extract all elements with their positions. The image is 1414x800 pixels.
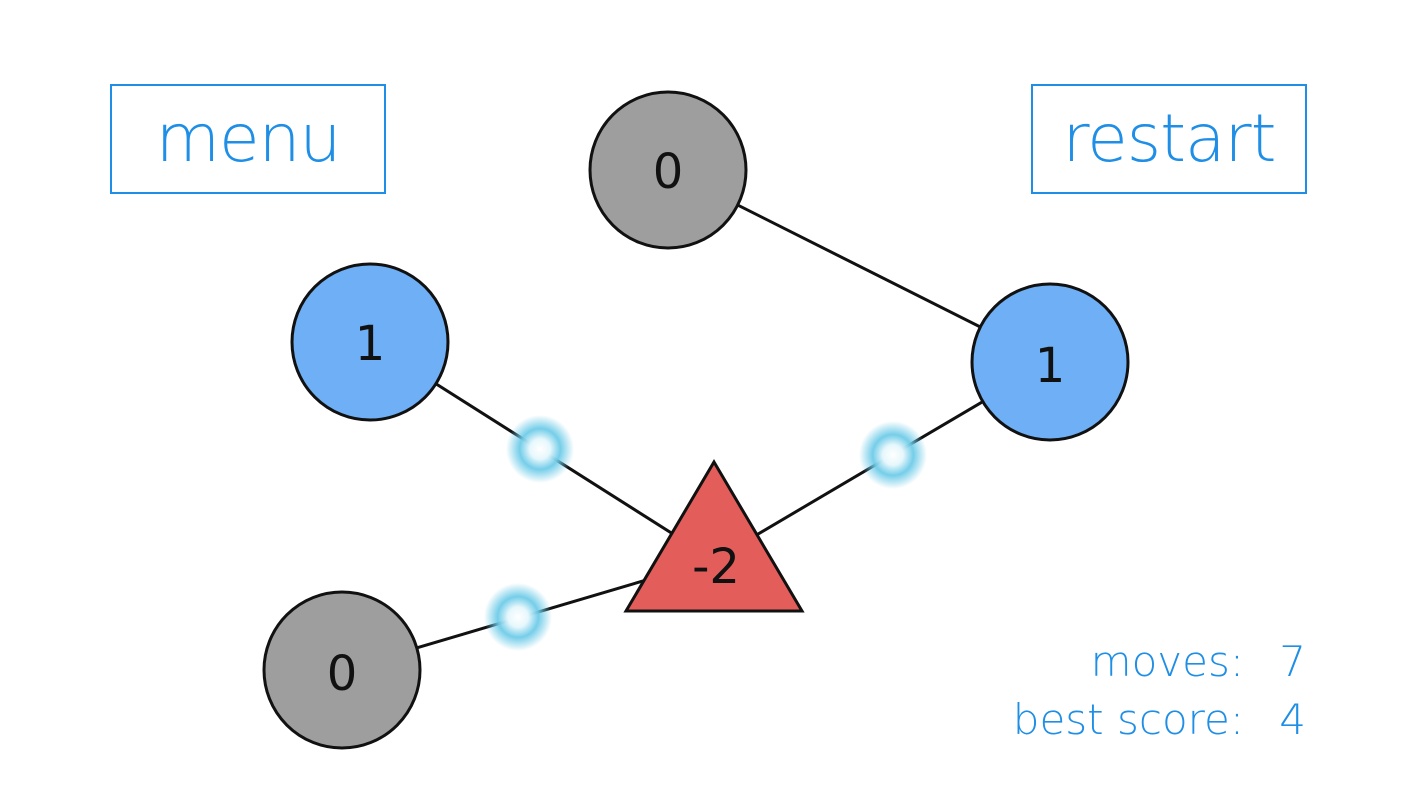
- node-value: 0: [653, 144, 684, 200]
- node-bottom-left[interactable]: 0: [262, 590, 422, 750]
- node-left[interactable]: 1: [290, 262, 450, 422]
- moves-value: 7: [1279, 636, 1306, 686]
- menu-button[interactable]: menu: [110, 84, 386, 194]
- node-center-triangle[interactable]: -2: [623, 459, 805, 613]
- energy-particle: [506, 415, 574, 483]
- node-value: -2: [692, 539, 740, 595]
- energy-particle: [484, 583, 552, 651]
- node-top[interactable]: 0: [588, 90, 748, 250]
- node-value: 0: [327, 646, 358, 702]
- restart-button[interactable]: restart: [1031, 84, 1307, 194]
- best-score-value: 4: [1279, 694, 1306, 744]
- best-score-label: best score:: [1012, 694, 1244, 744]
- stats-panel: moves: 7 best score: 4: [886, 632, 1306, 748]
- best-score-row: best score: 4: [886, 690, 1306, 748]
- moves-row: moves: 7: [886, 632, 1306, 690]
- node-value: 1: [355, 316, 386, 372]
- moves-label: moves:: [1090, 636, 1244, 686]
- node-right[interactable]: 1: [970, 282, 1130, 442]
- node-value: 1: [1035, 338, 1066, 394]
- energy-particle: [859, 421, 927, 489]
